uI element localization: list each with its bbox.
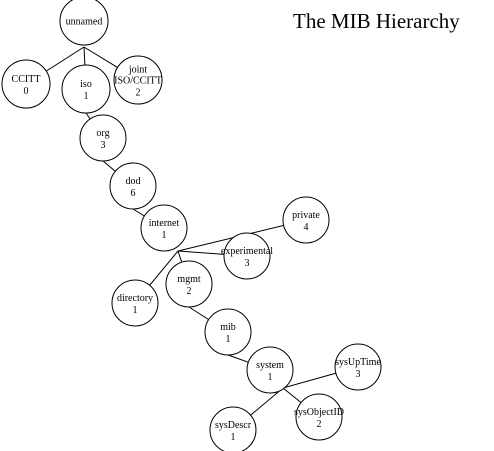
node-label-internet: internet bbox=[149, 218, 180, 229]
node-number-dod: 6 bbox=[131, 188, 136, 199]
node-label-joint: joint bbox=[128, 65, 148, 76]
node-circle-sysUpTime bbox=[334, 343, 382, 391]
node-label-dod: dod bbox=[126, 176, 141, 187]
node-label-sysObjectID: sysObjectID bbox=[294, 407, 344, 418]
node-circle-mgmt bbox=[165, 260, 213, 308]
node-number-sysUpTime: 3 bbox=[356, 369, 361, 380]
node-number-internet: 1 bbox=[162, 230, 167, 241]
node-number-mgmt: 2 bbox=[187, 286, 192, 297]
node-label-unnamed: unnamed bbox=[66, 17, 103, 28]
node-label-ccitt: CCITT bbox=[12, 74, 41, 85]
node-label-mib: mib bbox=[220, 322, 236, 333]
node-number-directory: 1 bbox=[133, 305, 138, 316]
diagram-title: The MIB Hierarchy bbox=[293, 9, 460, 33]
node-circle-experimental bbox=[223, 232, 271, 280]
node-circle-joint bbox=[113, 55, 163, 105]
node-circle-mib bbox=[204, 308, 252, 356]
node-number-iso: 1 bbox=[84, 91, 89, 102]
node-label-joint: ISO/CCITT bbox=[114, 76, 162, 87]
node-circle-private bbox=[282, 196, 330, 244]
node-number-mib: 1 bbox=[226, 334, 231, 345]
node-number-system: 1 bbox=[268, 372, 273, 383]
node-circle-directory bbox=[111, 279, 159, 327]
node-label-experimental: experimental bbox=[221, 246, 273, 257]
node-circle-unnamed bbox=[59, 0, 109, 46]
node-number-sysDescr: 1 bbox=[231, 432, 236, 443]
node-number-ccitt: 0 bbox=[24, 86, 29, 97]
node-number-sysObjectID: 2 bbox=[317, 419, 322, 430]
node-group: unnamedCCITT0iso1jointISO/CCITT2org3dod6… bbox=[1, 0, 382, 451]
node-label-sysUpTime: sysUpTime bbox=[335, 357, 381, 368]
node-circle-sysDescr bbox=[209, 406, 257, 451]
node-label-mgmt: mgmt bbox=[177, 274, 201, 285]
node-label-system: system bbox=[256, 360, 284, 371]
node-number-org: 3 bbox=[101, 140, 106, 151]
node-circle-sysObjectID bbox=[295, 393, 343, 441]
node-unnamed: unnamed bbox=[59, 0, 109, 46]
node-circle-ccitt bbox=[1, 59, 51, 109]
node-circle-dod bbox=[109, 162, 157, 210]
node-circle-system bbox=[246, 346, 294, 394]
node-label-iso: iso bbox=[80, 79, 92, 90]
node-number-experimental: 3 bbox=[245, 258, 250, 269]
node-circle-internet bbox=[140, 204, 188, 252]
node-circle-iso bbox=[61, 64, 111, 114]
node-circle-org bbox=[79, 114, 127, 162]
node-label-sysDescr: sysDescr bbox=[215, 420, 252, 431]
node-label-directory: directory bbox=[117, 293, 153, 304]
node-number-private: 4 bbox=[304, 222, 309, 233]
node-label-org: org bbox=[96, 128, 109, 139]
node-label-private: private bbox=[292, 210, 320, 221]
node-number-joint: 2 bbox=[136, 88, 141, 99]
